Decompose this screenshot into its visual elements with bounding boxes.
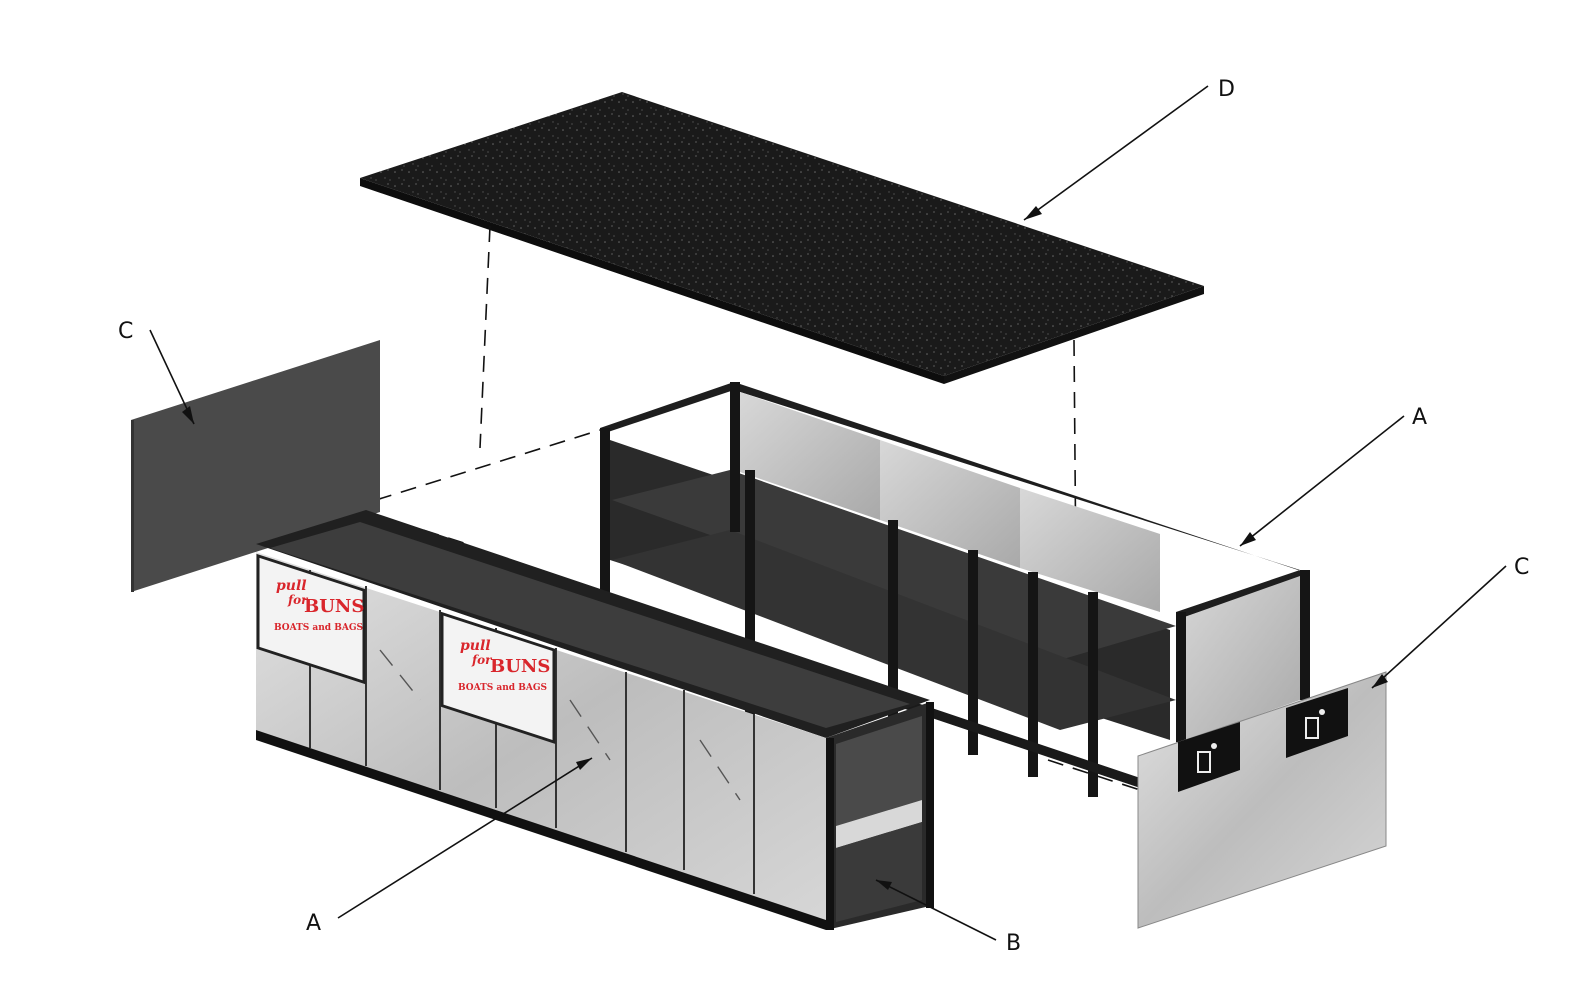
sign-panel-center: pull for BUNS BOATS and BAGS bbox=[440, 611, 556, 744]
callout-c-right: C bbox=[1514, 555, 1529, 580]
sign-line2-b: for bbox=[471, 653, 493, 667]
countertop bbox=[360, 92, 1204, 384]
sign-line4: BOATS and BAGS bbox=[274, 623, 363, 633]
sign-line4-b: BOATS and BAGS bbox=[458, 683, 547, 693]
trash-receptacle-icon bbox=[1286, 688, 1348, 758]
callout-c-left: C bbox=[118, 319, 133, 344]
sign-line1-b: pull bbox=[460, 638, 491, 654]
right-end-panel bbox=[1137, 671, 1387, 929]
leader-lines bbox=[149, 85, 1507, 941]
trash-receptacle-icon bbox=[1178, 722, 1240, 792]
sign-line3-b: BUNS bbox=[490, 656, 550, 677]
sign-line1: pull bbox=[276, 578, 307, 594]
sign-line2: for bbox=[287, 593, 309, 607]
callout-a-right: A bbox=[1412, 405, 1427, 430]
callout-d: D bbox=[1218, 77, 1235, 102]
callout-a-bottom: A bbox=[306, 911, 321, 936]
sign-line3: BUNS bbox=[304, 596, 364, 617]
callout-b: B bbox=[1006, 931, 1021, 956]
sign-panel-left: pull for BUNS BOATS and BAGS bbox=[256, 553, 366, 685]
